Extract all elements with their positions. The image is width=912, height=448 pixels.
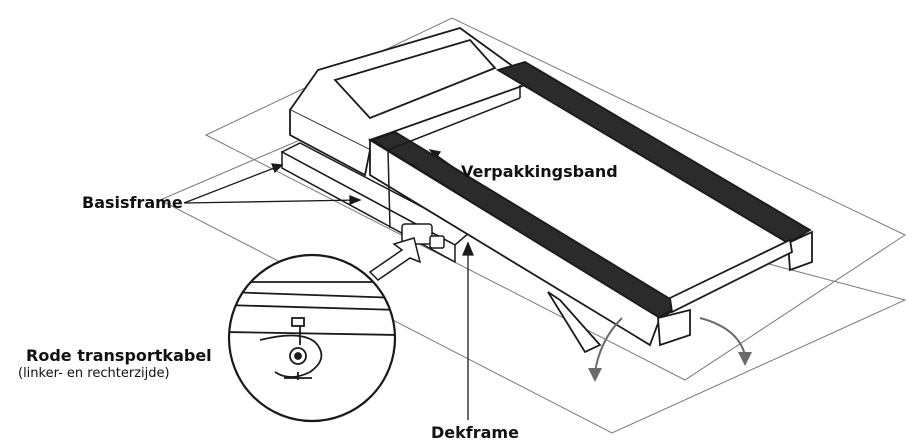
label-rode-transportkabel: Rode transportkabel xyxy=(26,346,212,365)
deck-right-rail xyxy=(495,61,812,245)
base-frame-drawing xyxy=(280,142,472,264)
fold-arrow-right xyxy=(699,317,746,356)
inset-detail xyxy=(227,253,397,423)
treadmill-deck xyxy=(288,27,813,354)
fold-arrow-left xyxy=(594,317,623,373)
inset-callout-arrow xyxy=(368,237,422,281)
label-dekframe: Dekframe xyxy=(431,423,519,442)
packing-plane-lower xyxy=(158,139,907,434)
label-rode-transportkabel-sub: (linker- en rechterzijde) xyxy=(18,366,170,381)
leader-lines xyxy=(183,149,474,420)
label-verpakkingsband: Verpakkingsband xyxy=(461,162,618,181)
fold-arrows xyxy=(588,317,752,382)
packing-band-lines xyxy=(387,85,521,229)
label-basisframe: Basisframe xyxy=(82,193,183,212)
